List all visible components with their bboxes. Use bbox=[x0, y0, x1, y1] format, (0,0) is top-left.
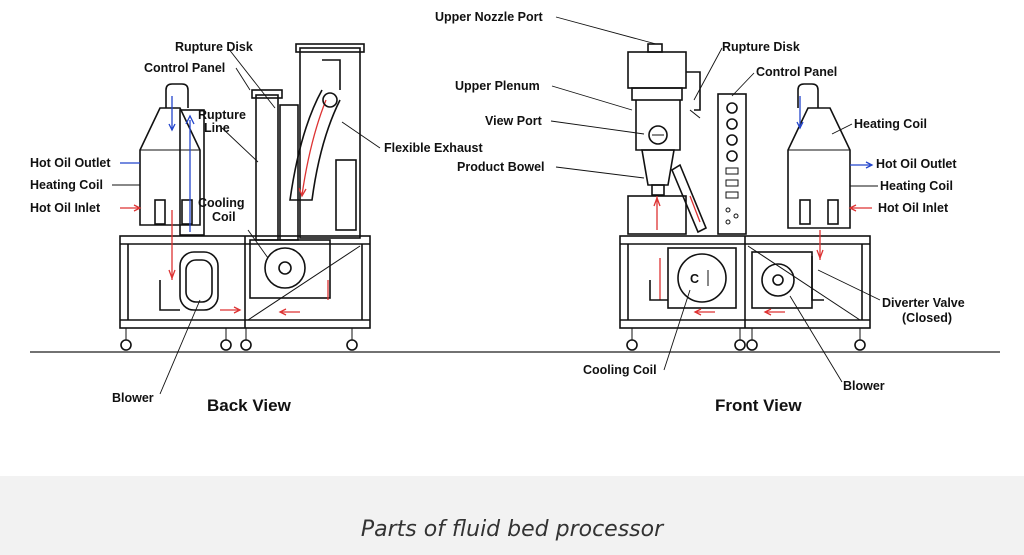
back-label-rupture-disk: Rupture Disk bbox=[175, 40, 253, 54]
back-view-drawing bbox=[119, 43, 371, 351]
back-label-rupture-line-2: Line bbox=[204, 121, 230, 135]
front-label-rupture-disk: Rupture Disk bbox=[722, 40, 800, 54]
back-label-flexible-exhaust: Flexible Exhaust bbox=[384, 141, 483, 155]
front-label-cooling-coil: Cooling Coil bbox=[583, 363, 657, 377]
back-label-heating-coil: Heating Coil bbox=[30, 178, 103, 192]
caption-bar: Parts of fluid bed processor bbox=[0, 476, 1024, 555]
front-label-control-panel: Control Panel bbox=[756, 65, 837, 79]
svg-text:C: C bbox=[690, 272, 699, 286]
front-label-heating-coil: Heating Coil bbox=[880, 179, 953, 193]
fluid-bed-processor-diagram: Rupture Disk Control Panel Rupture Line … bbox=[30, 10, 1000, 415]
front-label-diverter-valve-2: (Closed) bbox=[902, 311, 952, 325]
front-label-product-bowel: Product Bowel bbox=[457, 160, 545, 174]
back-label-hot-oil-inlet: Hot Oil Inlet bbox=[30, 201, 101, 215]
back-view-title: Back View bbox=[207, 396, 292, 415]
front-view-drawing: C bbox=[619, 43, 874, 351]
back-label-hot-oil-outlet: Hot Oil Outlet bbox=[30, 156, 111, 170]
front-label-blower: Blower bbox=[843, 379, 885, 393]
back-label-cooling-coil-2: Coil bbox=[212, 210, 236, 224]
back-label-blower: Blower bbox=[112, 391, 154, 405]
back-label-rupture-line-1: Rupture bbox=[198, 108, 246, 122]
front-label-heating-coil-top: Heating Coil bbox=[854, 117, 927, 131]
front-label-hot-oil-inlet: Hot Oil Inlet bbox=[878, 201, 949, 215]
front-label-diverter-valve-1: Diverter Valve bbox=[882, 296, 965, 310]
front-label-hot-oil-outlet: Hot Oil Outlet bbox=[876, 157, 957, 171]
back-label-cooling-coil-1: Cooling bbox=[198, 196, 245, 210]
figure-caption: Parts of fluid bed processor bbox=[360, 517, 664, 542]
front-label-upper-nozzle-port: Upper Nozzle Port bbox=[435, 10, 543, 24]
back-label-control-panel: Control Panel bbox=[144, 61, 225, 75]
front-label-upper-plenum: Upper Plenum bbox=[455, 79, 540, 93]
front-view-title: Front View bbox=[715, 396, 802, 415]
front-label-view-port: View Port bbox=[485, 114, 543, 128]
